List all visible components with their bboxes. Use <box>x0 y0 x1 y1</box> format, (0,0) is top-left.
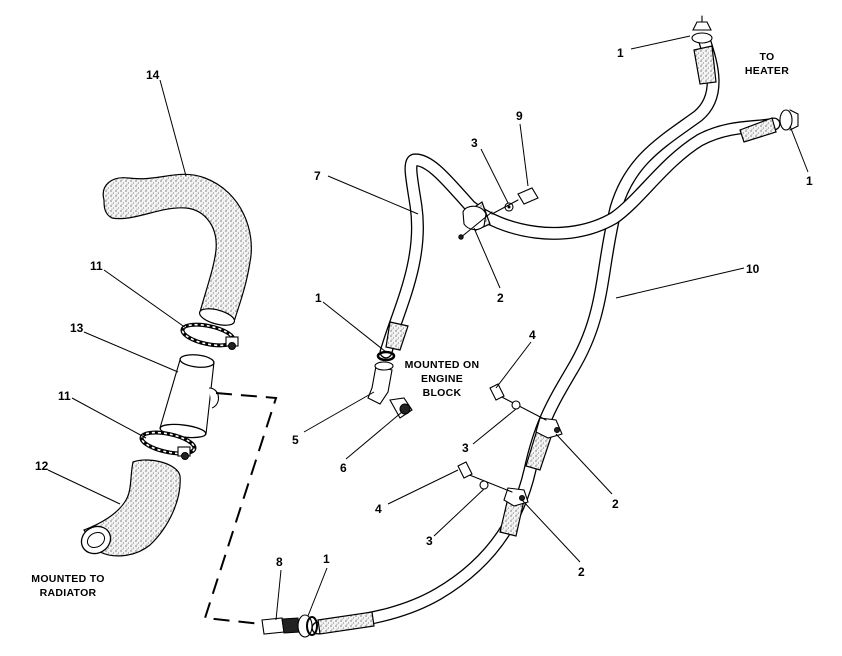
tee-fitting <box>159 354 219 439</box>
note-radiator-line1: MOUNTED TO <box>31 573 104 585</box>
note-engine-line3: BLOCK <box>423 387 462 399</box>
hose-end-bottom <box>317 611 375 635</box>
hose-end-engine <box>385 321 409 351</box>
callout-2-lower: 2 <box>578 565 585 579</box>
callout-8: 8 <box>276 555 283 569</box>
hose-7 <box>379 117 781 359</box>
callout-2-middle: 2 <box>612 497 619 511</box>
hose-end-heater-b <box>739 117 777 143</box>
callout-3-upper: 3 <box>471 136 478 150</box>
callout-3-lower: 3 <box>426 534 433 548</box>
callout-10: 10 <box>746 262 760 276</box>
note-radiator-line2: RADIATOR <box>40 587 97 599</box>
callout-5: 5 <box>292 433 299 447</box>
note-engine-line1: MOUNTED ON <box>405 359 480 371</box>
callout-11-lower: 11 <box>58 389 71 403</box>
adapter-6 <box>389 397 413 419</box>
callout-13: 13 <box>70 321 84 335</box>
upper-radiator-hose <box>102 173 252 326</box>
callout-3-middle: 3 <box>462 441 469 455</box>
lower-radiator-hose <box>80 459 181 557</box>
heater-clamp-right <box>779 109 799 131</box>
hose-end-heater-a <box>693 45 717 85</box>
callout-14: 14 <box>146 68 160 82</box>
callout-4-upper: 4 <box>529 328 536 342</box>
clip-on-hose-10-upper <box>489 383 563 439</box>
callout-7: 7 <box>314 169 321 183</box>
callout-1-heater-top: 1 <box>617 46 624 60</box>
callout-6: 6 <box>340 461 347 475</box>
hose-10 <box>311 35 720 635</box>
clamp-bottom <box>297 614 318 638</box>
callout-11-upper: 11 <box>90 259 103 273</box>
callout-9: 9 <box>516 109 523 123</box>
connection-dashed-line <box>203 392 278 625</box>
note-engine-line2: ENGINE <box>421 373 463 385</box>
callout-1-engine: 1 <box>315 291 322 305</box>
elbow-fitting-5 <box>367 350 396 405</box>
clip-on-hose-10-lower <box>457 461 529 507</box>
clip-on-hose-7 <box>458 205 493 240</box>
callout-1-heater-right: 1 <box>806 174 813 188</box>
callout-1-bottom: 1 <box>323 552 330 566</box>
heater-clamp-upper <box>691 15 713 44</box>
hose-clamp-lower <box>139 430 197 460</box>
callout-4-lower: 4 <box>375 502 382 516</box>
note-to-heater-line1: TO <box>760 51 775 63</box>
hose-clamp-upper <box>180 322 239 350</box>
bolt-9-washer-3 <box>491 187 539 215</box>
callout-2-upper: 2 <box>497 291 504 305</box>
fitting-8 <box>261 617 301 635</box>
note-to-heater-line2: HEATER <box>745 65 789 77</box>
callout-12: 12 <box>35 459 49 473</box>
